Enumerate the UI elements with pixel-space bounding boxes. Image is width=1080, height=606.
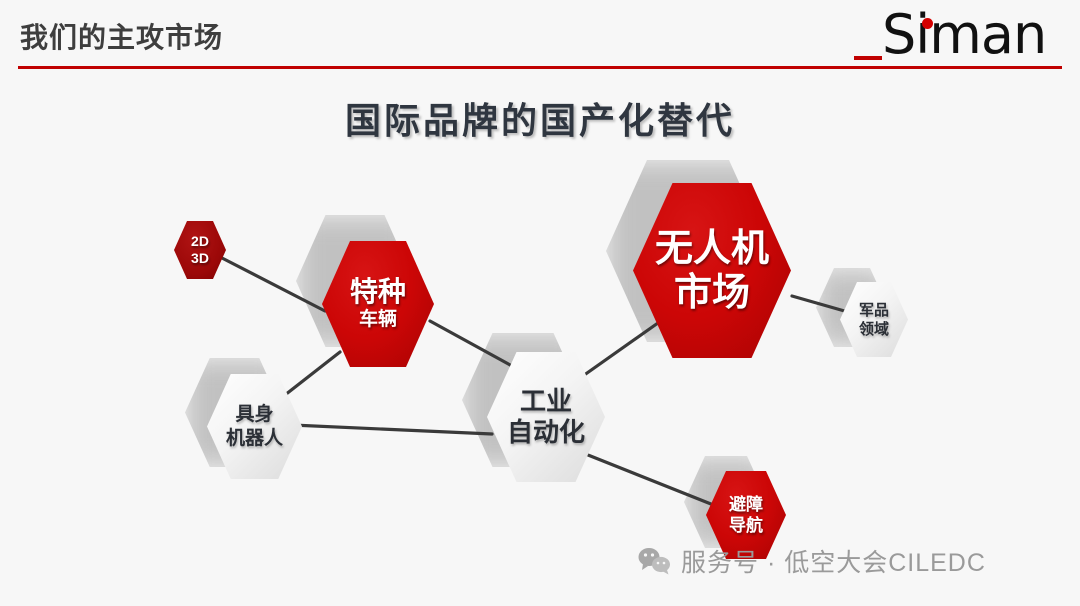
node-label-line2: 领域	[858, 320, 889, 338]
node-2d-3d[interactable]: 2D 3D	[174, 221, 226, 279]
node-label-line2: 3D	[191, 250, 209, 266]
brand-logo: Siman	[854, 4, 1064, 70]
node-label-line1: 无人机	[654, 227, 769, 270]
edge-vehicle-auto	[428, 319, 525, 374]
edge-drone-military	[790, 294, 850, 314]
node-label-line2: 机器人	[225, 427, 283, 449]
node-label-line2: 车辆	[358, 309, 397, 330]
logo-dot-icon	[922, 18, 933, 29]
node-label-line1: 特种	[349, 276, 406, 307]
node-label-line1: 2D	[191, 233, 209, 249]
node-label-line2: 自动化	[506, 417, 585, 447]
page-title: 我们的主攻市场	[20, 22, 224, 53]
logo-dash-icon	[854, 56, 882, 60]
header-divider	[18, 66, 1062, 69]
watermark: 服务号 · 低空大会CILEDC	[638, 543, 986, 579]
edge-auto-avoid	[586, 453, 718, 508]
edge-robot-auto	[290, 423, 494, 436]
node-label-line2: 导航	[729, 516, 763, 535]
node-label-line1: 避障	[729, 495, 763, 514]
node-label-line1: 军品	[858, 301, 889, 319]
node-label-line1: 具身	[235, 403, 274, 425]
node-label-line1: 工业	[519, 386, 572, 416]
main-heading: 国际品牌的国产化替代	[344, 100, 735, 141]
edge-auto-drone	[578, 316, 667, 380]
wechat-icon	[638, 548, 670, 575]
watermark-text: 服务号 · 低空大会CILEDC	[681, 549, 986, 577]
edge-2d3d-vehicle	[220, 256, 327, 313]
node-label-line2: 市场	[673, 271, 750, 314]
logo-text: Siman	[882, 3, 1047, 66]
